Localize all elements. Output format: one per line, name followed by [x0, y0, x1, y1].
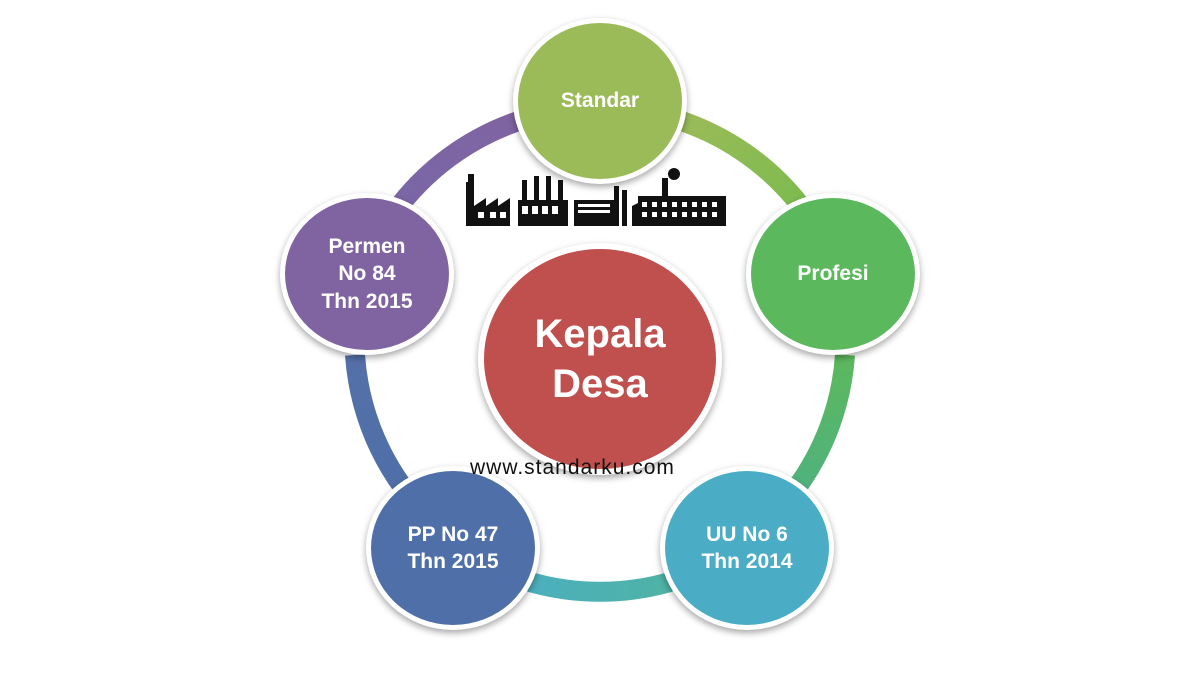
arc-standar-profesi	[669, 108, 808, 212]
node-pp: PP No 47 Thn 2015	[366, 466, 540, 630]
arc-profesi-uu	[786, 354, 855, 496]
node-uu: UU No 6 Thn 2014	[660, 466, 834, 630]
arc-uu-pp	[527, 572, 673, 602]
node-uu-label: UU No 6 Thn 2014	[701, 522, 793, 573]
arc-permen-standar	[392, 108, 531, 212]
node-standar: Standar	[513, 18, 687, 184]
node-pp-label: PP No 47 Thn 2015	[407, 522, 499, 573]
watermark-url: www.standarku.com	[470, 456, 675, 479]
center-label: Kepala Desa	[534, 312, 666, 406]
arc-pp-permen	[345, 354, 414, 496]
node-profesi: Profesi	[746, 193, 920, 355]
node-permen: Permen No 84 Thn 2015	[280, 193, 454, 355]
node-profesi-label: Profesi	[797, 262, 869, 286]
center-node: Kepala Desa	[478, 243, 722, 475]
factory-icon	[466, 168, 726, 226]
node-standar-label: Standar	[560, 89, 640, 113]
node-permen-label: Permen No 84 Thn 2015	[321, 235, 413, 313]
